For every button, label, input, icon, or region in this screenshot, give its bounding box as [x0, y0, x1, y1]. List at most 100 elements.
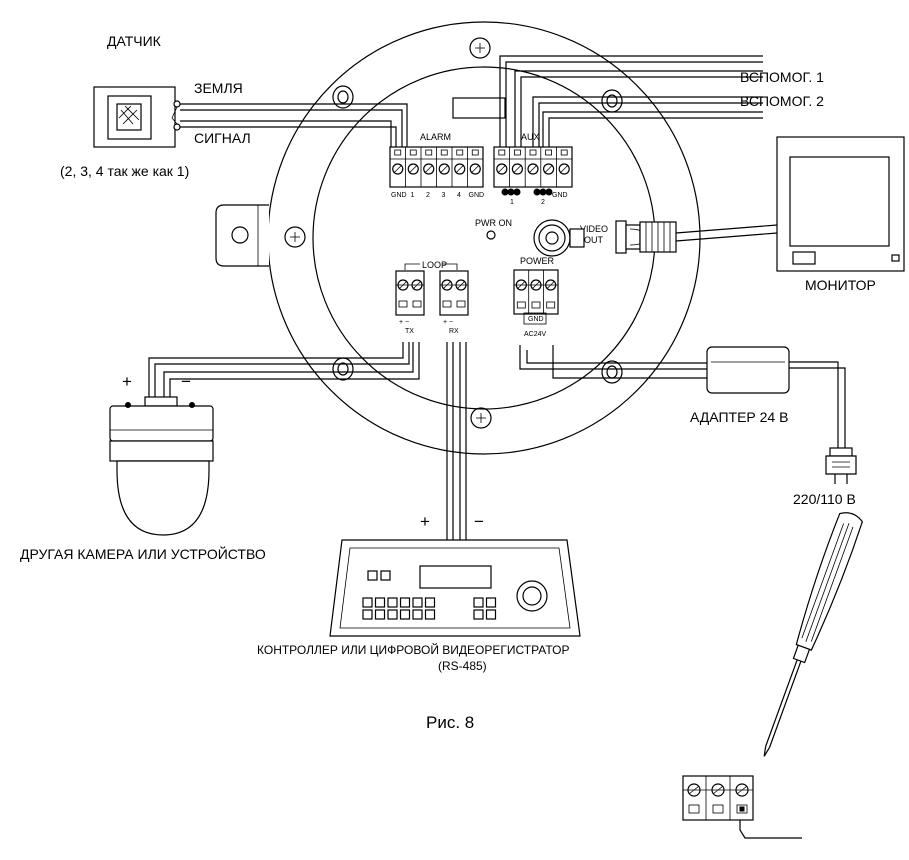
sensor-grid-icon: [118, 105, 140, 125]
aux-pin-gnd: GND: [552, 192, 568, 199]
aux-terminal-block: AUX 1 2 GND: [493, 132, 573, 206]
alarm-cell-4: [436, 147, 450, 187]
monitor: МОНИТОР: [776, 136, 905, 293]
alarm-pin-label: GND: [391, 192, 407, 199]
ground-label: ЗЕМЛЯ: [194, 80, 243, 96]
controller-key: [374, 597, 386, 608]
alarm-pin-label: 2: [426, 192, 430, 199]
loop-terminals: LOOP + − TX + − RX: [395, 260, 469, 335]
alarm-label: ALARM: [420, 132, 451, 142]
alarm-pin-label: 3: [442, 192, 446, 199]
screw-bottom: [470, 407, 492, 429]
power-adapter: АДАПТЕР 24 В 220/110 В: [519, 345, 857, 507]
controller-sub: (RS-485): [438, 659, 487, 673]
camera-plus: +: [122, 372, 132, 391]
detail-terminal-block: [682, 775, 802, 839]
controller-label: КОНТРОЛЛЕР ИЛИ ЦИФРОВОЙ ВИДЕОРЕГИСТРАТОР: [257, 642, 570, 657]
power-terminal: POWER GND AC24V: [513, 256, 559, 338]
aux-label: AUX: [521, 132, 540, 142]
aux-cell-5: [556, 147, 570, 187]
sensor-note: (2, 3, 4 так же как 1): [60, 163, 189, 179]
alarm-pin-label: 1: [411, 192, 415, 199]
sensor: ДАТЧИК ЗЕМЛЯ СИГНАЛ (2, 3, 4 так же как …: [60, 33, 251, 179]
aux-cell-3: [524, 147, 539, 187]
controller-keyboard: КОНТРОЛЛЕР ИЛИ ЦИФРОВОЙ ВИДЕОРЕГИСТРАТОР…: [257, 539, 581, 673]
controller-key: [485, 597, 497, 608]
controller-key: [362, 609, 373, 620]
video-out-connector: VIDEO OUT: [533, 219, 608, 257]
controller-key: [399, 609, 411, 620]
aux2-jumper-icon: [533, 188, 553, 196]
pwr-on-label: PWR ON: [475, 218, 512, 228]
screw-top: [469, 37, 491, 59]
alarm-cell-1: [392, 149, 404, 175]
tx-label: TX: [405, 328, 414, 335]
controller-key: [473, 597, 484, 608]
aux-wires: [499, 55, 763, 147]
rx-terminal: + − RX: [439, 270, 469, 335]
alarm-pin-label: 4: [457, 192, 461, 199]
controller-key: [374, 609, 386, 620]
controller-key: [387, 609, 398, 620]
ring-slot-3: [332, 357, 354, 381]
other-device-label: ДРУГАЯ КАМЕРА ИЛИ УСТРОЙСТВО: [20, 545, 266, 562]
screwdriver-icon: [763, 512, 863, 757]
controller-minus: −: [474, 512, 484, 531]
aux1-label: ВСПОМОГ. 1: [740, 69, 824, 85]
controller-key: [412, 597, 423, 608]
rx-label: RX: [449, 328, 459, 335]
screwdriver-detail: [682, 512, 863, 839]
aux-pin-2: 2: [541, 199, 545, 206]
controller-key: [424, 597, 436, 608]
mains-label: 220/110 В: [793, 491, 856, 507]
alarm-cell-5: [451, 147, 466, 187]
video-cable: [569, 220, 778, 254]
alarm-cell-6: [467, 147, 481, 187]
controller-key: [399, 597, 411, 608]
alarm-terminal-block: ALARM GND 1 2 3 4 GND: [389, 132, 485, 199]
power-cell-3: [543, 270, 557, 314]
alarm-pin-label: GND: [469, 192, 485, 199]
controller-key: [362, 597, 373, 608]
aux2-label: ВСПОМОГ. 2: [740, 93, 824, 109]
aux-cell-2: [509, 147, 524, 187]
mains-plug-icon: [825, 447, 857, 484]
controller-key: [387, 597, 398, 608]
other-camera: + − ДРУГАЯ КАМЕРА ИЛИ УСТРОЙСТВО: [20, 372, 266, 562]
tx-wires: [148, 342, 420, 397]
tx-pm: + −: [399, 319, 409, 326]
sensor-wires: [180, 103, 408, 147]
rx-wires: + −: [420, 342, 484, 540]
rx-pm: + −: [443, 319, 453, 326]
power-cell-2: [528, 270, 542, 314]
controller-key: [424, 609, 436, 620]
camera-minus: −: [181, 372, 191, 391]
adapter-label: АДАПТЕР 24 В: [690, 409, 788, 425]
ring-slot-4: [601, 360, 623, 384]
loop-label: LOOP: [422, 260, 447, 270]
controller-key: [485, 609, 497, 620]
controller-key: [412, 609, 423, 620]
power-gnd-label: GND: [528, 316, 544, 323]
video-label: VIDEO: [580, 224, 608, 234]
camera-base-plate: [215, 21, 701, 455]
controller-key: [473, 609, 484, 620]
power-cell-1: [515, 279, 527, 309]
aux-cell-4: [540, 147, 555, 187]
alarm-cell-2: [405, 147, 419, 187]
screw-left: [284, 226, 306, 248]
power-label: POWER: [520, 256, 555, 266]
aux-pin-1: 1: [510, 199, 514, 206]
controller-plus: +: [420, 512, 430, 531]
signal-label: СИГНАЛ: [194, 130, 251, 146]
out-label: OUT: [584, 235, 604, 245]
ring-slot-2: [601, 89, 623, 113]
alarm-cell-3: [420, 147, 435, 187]
power-led: PWR ON: [475, 218, 512, 240]
ring-slot-1: [332, 85, 354, 109]
sensor-title: ДАТЧИК: [107, 33, 162, 49]
aux1-jumper-icon: [501, 188, 521, 196]
monitor-label: МОНИТОР: [805, 277, 876, 293]
aux-cell-1: [496, 149, 508, 175]
